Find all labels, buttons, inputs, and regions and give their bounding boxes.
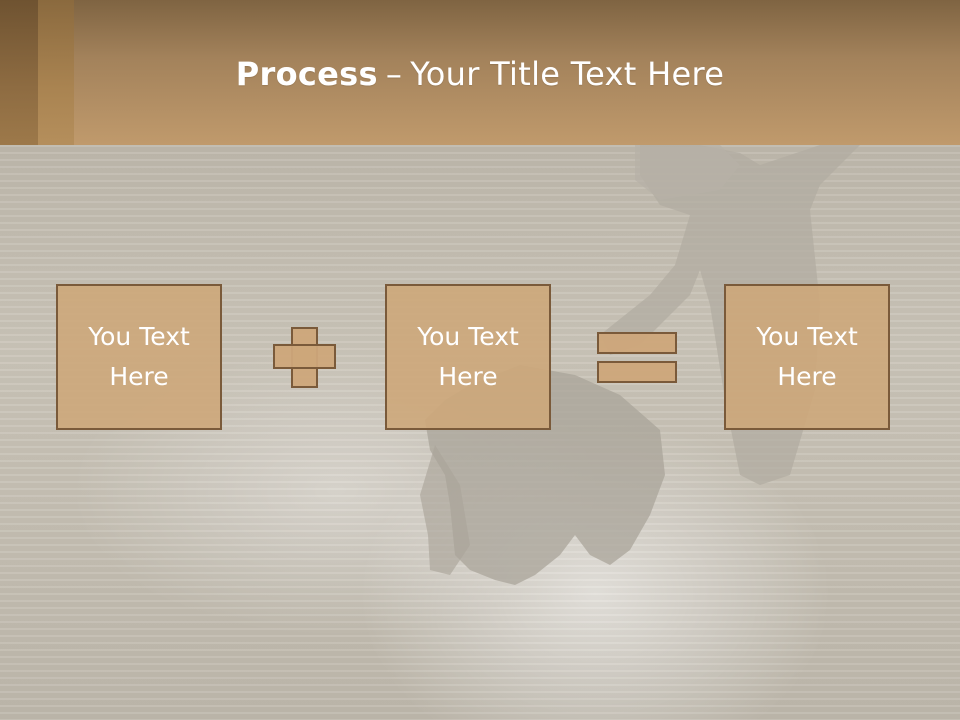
header-accent-strip — [38, 0, 74, 145]
process-box-2-text: You Text Here — [417, 322, 519, 391]
equals-icon — [597, 332, 677, 354]
process-box-3[interactable]: You Text Here — [724, 284, 890, 430]
process-box-2[interactable]: You Text Here — [385, 284, 551, 430]
slide-title[interactable]: Process–Your Title Text Here — [0, 52, 960, 96]
title-header-bar — [0, 0, 960, 145]
plus-icon — [293, 346, 316, 367]
equals-icon — [597, 361, 677, 383]
process-box-3-text: You Text Here — [756, 322, 858, 391]
title-bold: Process — [235, 55, 378, 93]
process-box-1-text: You Text Here — [88, 322, 190, 391]
title-rest: Your Title Text Here — [410, 55, 725, 93]
header-accent-strip — [0, 0, 38, 145]
children-silhouette — [420, 145, 860, 585]
process-box-1[interactable]: You Text Here — [56, 284, 222, 430]
title-separator: – — [385, 55, 403, 93]
